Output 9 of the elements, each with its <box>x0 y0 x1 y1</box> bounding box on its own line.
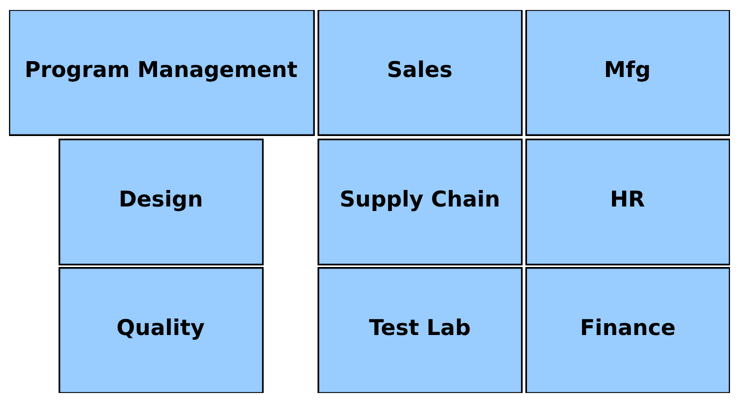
node-box: Test Lab <box>317 267 522 393</box>
node-box: Finance <box>524 267 730 393</box>
node-box: Sales <box>317 10 522 136</box>
node-box: Program Management <box>8 10 314 136</box>
node-box: HR <box>524 138 730 266</box>
node-box: Supply Chain <box>317 138 522 266</box>
node-box: Design <box>58 138 264 266</box>
node-box: Quality <box>58 267 264 393</box>
node-box: Mfg <box>524 10 730 136</box>
